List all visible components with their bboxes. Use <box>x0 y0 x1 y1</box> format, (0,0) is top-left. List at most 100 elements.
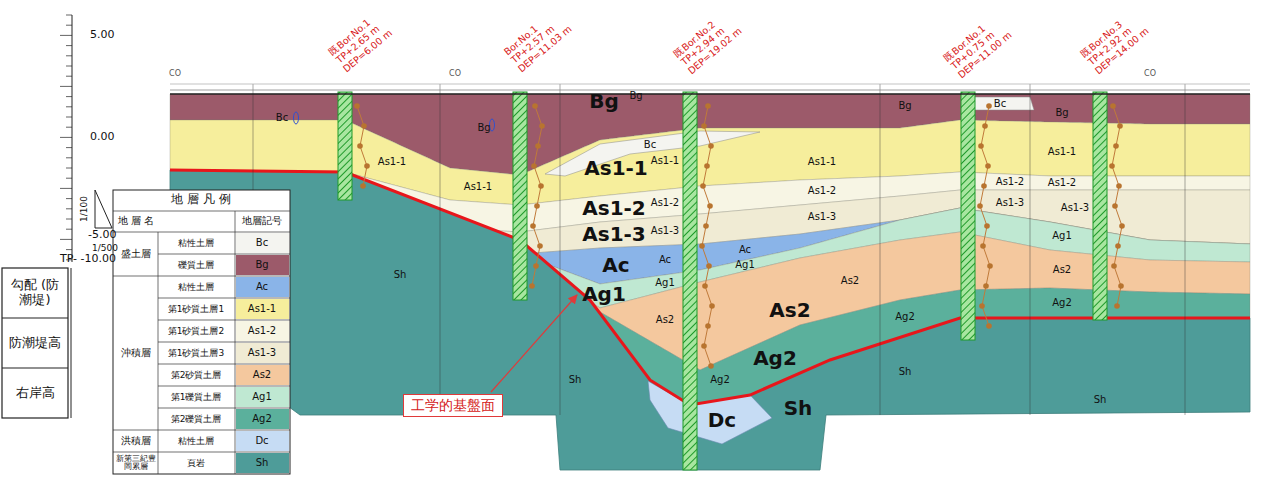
spt-point <box>983 283 989 289</box>
layer-symbol: As1-2 <box>248 325 276 337</box>
spt-point <box>707 203 713 209</box>
spt-point <box>1113 143 1119 149</box>
layer-symbol: As1-3 <box>996 197 1024 209</box>
layer-symbol: Ag2 <box>895 311 915 323</box>
legend-text: 礫質土層 <box>178 260 214 270</box>
layer-symbol: Bg <box>477 122 490 134</box>
legend-text: 第1礫質土層 <box>171 392 222 402</box>
layer-symbol: As2 <box>769 299 810 322</box>
layer-symbol: As2 <box>253 369 271 381</box>
legend-text: 第2砂質土層 <box>171 370 222 380</box>
grid-line <box>1030 84 1031 415</box>
surface-line <box>170 84 1250 85</box>
layer-symbol: Bc <box>644 139 656 151</box>
legend-title: 地 層 凡 例 <box>171 193 230 207</box>
layer-symbol: Ag2 <box>252 413 272 425</box>
layer-symbol: As1-1 <box>808 156 836 168</box>
grid-line <box>440 84 441 415</box>
bedrock-line <box>170 170 1250 405</box>
axis-tick <box>60 188 72 189</box>
layer-symbol: Bc <box>256 237 268 249</box>
axis-tick <box>66 178 72 179</box>
axis-tick <box>66 76 72 77</box>
layer-symbol: Ag1 <box>252 391 272 403</box>
layer-symbol: Ac <box>659 254 671 266</box>
spt-point <box>705 103 711 109</box>
layer-symbol: As1-3 <box>1061 202 1089 214</box>
spt-point <box>705 323 711 329</box>
spt-point <box>986 103 992 109</box>
axis-tick <box>66 15 72 16</box>
axis-tick <box>66 147 72 148</box>
spt-point <box>1117 123 1123 129</box>
scale-ratio: 1/100 <box>79 196 89 222</box>
surface-line <box>170 90 1250 91</box>
spt-point <box>985 163 991 169</box>
spt-point <box>1114 303 1120 309</box>
sand-layer <box>170 170 1250 370</box>
legend-rule <box>113 211 290 212</box>
layer-symbol: As1-2 <box>996 176 1024 188</box>
legend-table <box>113 190 290 474</box>
spt-point <box>1119 223 1125 229</box>
spt-curve <box>980 106 990 326</box>
spt-point <box>354 103 360 109</box>
legend-group: 盛土層 <box>121 248 151 260</box>
spt-point <box>701 123 707 129</box>
spt-curve <box>357 106 367 186</box>
table-rule <box>71 268 72 418</box>
spt-point <box>699 243 705 249</box>
axis-tick <box>66 45 72 46</box>
legend-box <box>113 190 290 474</box>
spt-curve <box>1112 106 1122 306</box>
layer-symbol: As1-2 <box>651 197 679 209</box>
layer-symbol: As1-1 <box>651 155 679 167</box>
axis-value: 5.00 <box>90 29 115 42</box>
spt-point <box>981 183 987 189</box>
spt-point <box>709 303 715 309</box>
layer-symbol: Sh <box>784 397 813 420</box>
axis-tick <box>66 55 72 56</box>
layer-symbol: Sh <box>1094 394 1107 406</box>
surface-line <box>170 93 1250 94</box>
layer-symbol: As2 <box>1053 264 1071 276</box>
strata <box>170 94 1250 470</box>
spt-point <box>1112 203 1118 209</box>
layer-symbol: Sh <box>899 366 912 378</box>
layer-symbol: As1-1 <box>248 303 276 315</box>
spt-point <box>987 263 993 269</box>
table-heading: 右岸高 <box>5 386 65 401</box>
axis-tick <box>66 127 72 128</box>
axis-tick <box>66 106 72 107</box>
spt-point <box>533 263 539 269</box>
boreholes <box>338 92 1125 470</box>
axis-tick <box>66 66 72 67</box>
scale-ratio: 1/500 <box>92 243 118 253</box>
layer-symbol: Ag2 <box>753 347 797 370</box>
grid-line <box>880 84 881 415</box>
structure-mark: CO <box>449 69 461 78</box>
spt-point <box>708 143 714 149</box>
grid-lines <box>253 84 1185 415</box>
spt-point <box>980 243 986 249</box>
spt-point <box>535 143 541 149</box>
spt-point <box>977 203 983 209</box>
spt-point <box>1115 243 1121 249</box>
axis-tick <box>66 117 72 118</box>
axis-tick <box>66 198 72 199</box>
layer-symbol: As1-1 <box>464 181 492 193</box>
layer-symbol: Ag2 <box>1052 297 1072 309</box>
borehole-column <box>683 92 697 470</box>
grid-line <box>1185 84 1186 415</box>
layer-symbol: Bg <box>629 90 642 102</box>
layer-symbol: Sh <box>569 374 582 386</box>
layer-symbol: Dc <box>255 435 268 447</box>
spt-point <box>986 323 992 329</box>
layer-symbol: As1-3 <box>651 225 679 237</box>
axis-tick <box>66 96 72 97</box>
spt-point <box>1111 263 1117 269</box>
spt-point <box>531 163 537 169</box>
layer-symbol: As2 <box>841 275 859 287</box>
clay-fill-lens <box>545 131 760 176</box>
axis-value: 0.00 <box>90 131 115 144</box>
